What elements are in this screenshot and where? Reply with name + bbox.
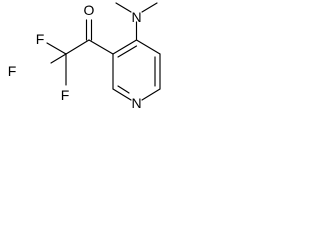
ring-bond-c3-c4-inner [117,45,138,58]
atom-label-ring-nitrogen: N [131,95,141,111]
atom-label-carbonyl-oxygen: O [84,2,95,18]
ring-bond-n1-c2 [112,88,132,101]
pyridine-ring: N [112,39,161,111]
ring-bond-c3-c4 [112,39,138,55]
atom-label-fluorine-bottom: F [61,87,70,103]
bond-cf3-to-f-top [46,42,67,55]
ring-bond-c4-c5 [135,39,161,55]
bond-ring-to-carbonyl [88,39,114,55]
atom-label-fluorine-left: F [8,63,17,79]
dimethylamino-group: N [115,2,158,41]
ring-bond-c6-n1 [141,88,161,101]
atom-label-amine-nitrogen: N [131,9,141,25]
bond-methyl-left [115,2,132,13]
bond-cf3-to-f-left [50,53,67,64]
trifluoroacetyl-group: O F F F [8,2,114,103]
atom-label-fluorine-top: F [36,31,45,47]
ring-bond-n1-c2-inner [117,85,130,94]
chemical-structure-diagram: N N O F F F [8,2,161,111]
bond-methyl-right [141,2,158,13]
bond-carbonyl-to-cf3 [65,39,90,55]
